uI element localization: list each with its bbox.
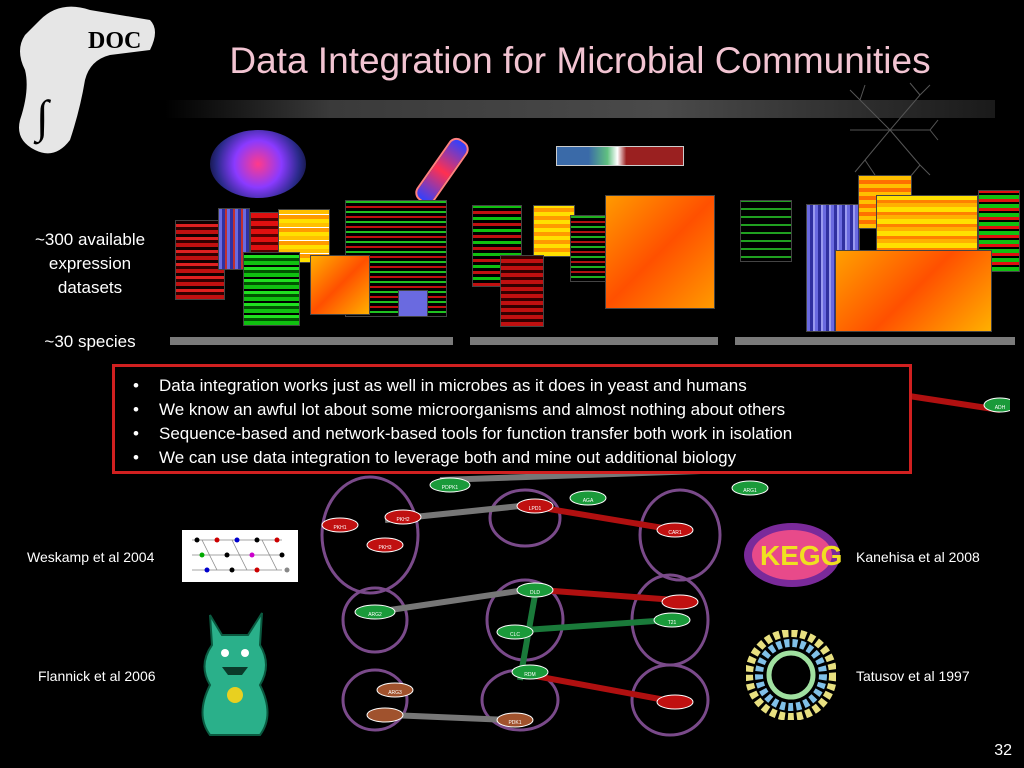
logo-text: DOC	[88, 28, 141, 54]
network-node-label: ADH	[995, 405, 1006, 411]
heatmap	[500, 255, 544, 327]
reference-weskamp: Weskamp et al 2004	[27, 549, 155, 565]
cog-wheel-image	[746, 630, 836, 720]
network-node-label: PKH2	[396, 517, 409, 523]
page-number: 32	[994, 742, 1012, 759]
network-node-label: T21	[668, 620, 677, 626]
bullet-item: Data integration works just as well in m…	[133, 374, 897, 398]
heatmap	[740, 200, 792, 262]
graemlin-monster-image	[201, 612, 269, 736]
title-underline	[165, 100, 995, 118]
svg-text:∫: ∫	[33, 91, 51, 145]
network-node-label: PDK1	[508, 720, 521, 726]
bullet-item: Sequence-based and network-based tools f…	[133, 422, 897, 446]
divider-bar	[735, 337, 1015, 345]
slide-title: Data Integration for Microbial Communiti…	[229, 40, 931, 81]
kegg-logo: KEGG	[744, 523, 842, 587]
network-node-label: CAR1	[668, 530, 682, 536]
heatmap	[605, 195, 715, 309]
heatmap	[243, 252, 300, 326]
sequence-alignment-image	[556, 146, 684, 166]
network-node-label: ARG2	[368, 612, 382, 618]
network-node-label: CLC	[510, 632, 520, 638]
heatmap	[310, 255, 370, 315]
doc-logo: DOC ∫	[19, 6, 155, 154]
bullet-item: We can use data integration to leverage …	[133, 446, 897, 470]
divider-bar	[170, 337, 453, 345]
network-node-label: ARG3	[388, 690, 402, 696]
bullet-list: Data integration works just as well in m…	[129, 374, 897, 470]
network-node-label: PDPK1	[442, 485, 459, 491]
phylogenetic-tree-image	[849, 82, 939, 178]
network-node-label: LPD1	[529, 506, 542, 512]
reference-kanehisa: Kanehisa et al 2008	[856, 549, 980, 565]
network-node-label: DLD	[530, 590, 540, 596]
network-hairball-image	[210, 130, 306, 198]
expression-datasets-label: ~300 available expression datasets	[34, 230, 146, 297]
kegg-text: KEGG	[760, 540, 842, 571]
network-node-label: PKH3	[378, 545, 391, 551]
network-node-label: ARG1	[743, 488, 757, 494]
reference-flannick: Flannick et al 2006	[38, 668, 156, 684]
heatmap	[835, 250, 992, 332]
network-node-label: AGA	[583, 498, 594, 504]
reference-tatusov: Tatusov et al 1997	[856, 668, 970, 684]
heatmap	[398, 290, 428, 317]
bullet-box: Data integration works just as well in m…	[112, 364, 912, 474]
species-label: ~30 species	[44, 332, 136, 351]
network-node-label: RDM	[524, 672, 535, 678]
divider-bar	[470, 337, 718, 345]
heatmap	[533, 205, 575, 257]
bullet-item: We know an awful lot about some microorg…	[133, 398, 897, 422]
network-node-label: PKH1	[333, 525, 346, 531]
graph-alignment-image	[182, 530, 298, 582]
bacterium-image	[411, 134, 473, 208]
